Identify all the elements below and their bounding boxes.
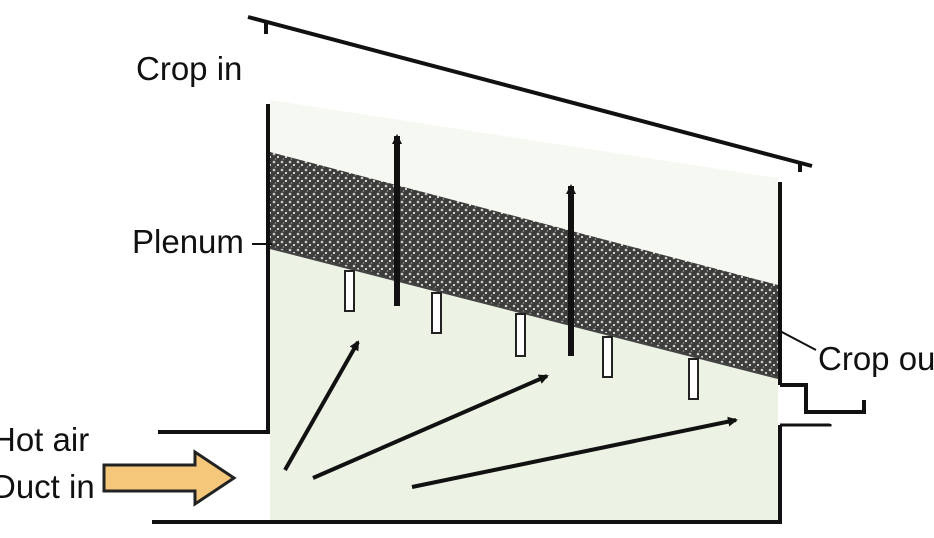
crop-out-label: Crop out — [818, 340, 934, 377]
crop-out-spout — [780, 383, 866, 414]
hot-air-label: Hot air — [0, 421, 90, 458]
hot-air-inlet-arrow — [102, 449, 237, 507]
crop-in-label: Crop in — [136, 50, 243, 87]
duct-in-label: Duct in — [0, 468, 95, 505]
airflow-diagonal-arrow — [283, 340, 360, 471]
plenum-label: Plenum — [132, 223, 244, 260]
airflow-diagonal-arrow — [312, 374, 549, 480]
crop-out-leader — [777, 329, 817, 351]
floor-support-post — [688, 358, 699, 400]
dryer-roof — [247, 15, 813, 168]
floor-support-post — [344, 270, 355, 312]
floor-support-post — [431, 292, 442, 334]
floor-support-post — [515, 313, 526, 357]
airflow-diagonal-arrow — [411, 416, 738, 489]
floor-support-post — [602, 336, 613, 378]
crop-out-spout-lower — [780, 423, 832, 427]
